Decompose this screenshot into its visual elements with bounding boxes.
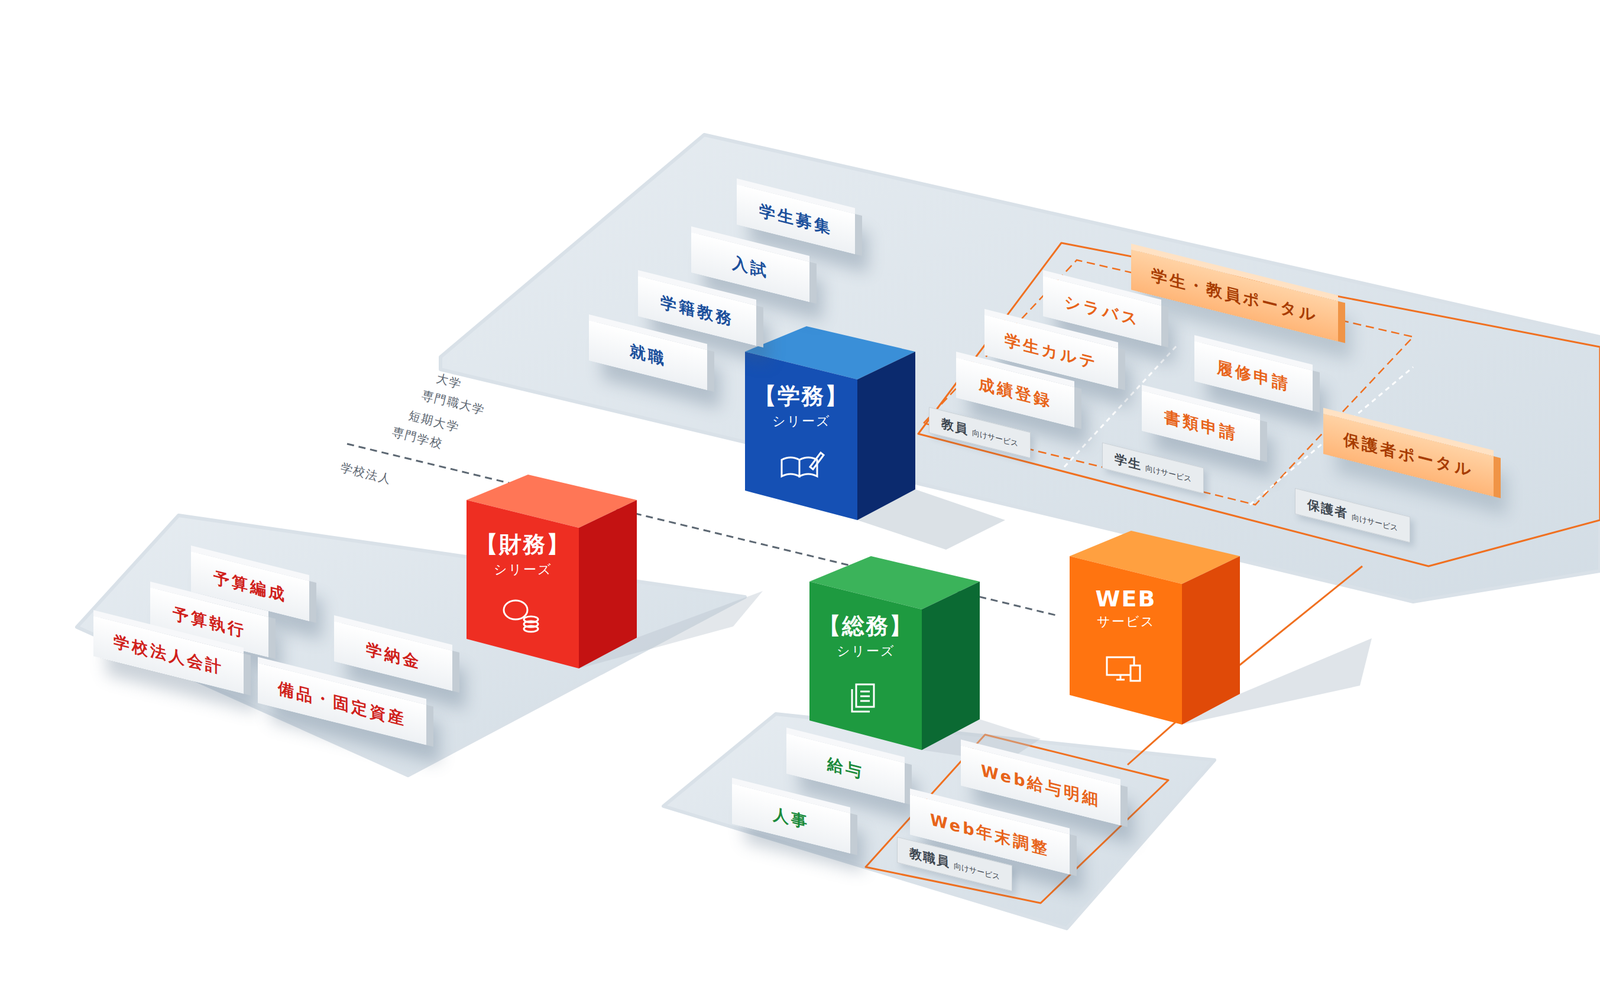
node-label: 【財務】 <box>472 529 573 560</box>
node-label: 成績登録 <box>978 374 1052 411</box>
platform <box>663 714 1215 929</box>
node-label: シラバス <box>1064 292 1140 330</box>
separator-line <box>347 444 1057 616</box>
node-label: 学生 <box>1114 451 1142 473</box>
node-sublabel: 向けサービス <box>953 861 1000 882</box>
node-sublabel: 向けサービス <box>1351 512 1398 533</box>
node-label: 書類申請 <box>1164 407 1238 445</box>
cube-gakumu <box>745 326 916 521</box>
node-label: 教職員 <box>909 846 951 871</box>
node-sublabel: シリーズ <box>750 412 852 431</box>
node-label: 予算編成 <box>213 568 287 605</box>
series-cube: 【学務】シリーズ <box>750 381 852 431</box>
school-type-label: 学校法人 <box>338 460 394 488</box>
node-label: 学生募集 <box>759 201 833 238</box>
web-frame <box>918 243 1600 567</box>
node-label: 学籍教務 <box>660 292 734 330</box>
node-sublabel: シリーズ <box>472 561 573 579</box>
node-label: WEB <box>1075 585 1177 612</box>
cube-zaimu <box>466 474 637 669</box>
node-label: 予算執行 <box>172 604 246 641</box>
node-label: 入試 <box>732 253 769 281</box>
node-label: 【総務】 <box>815 611 916 642</box>
node-sublabel: シリーズ <box>815 642 916 661</box>
node-sublabel: 向けサービス <box>1145 463 1192 484</box>
series-cube: WEBサービス <box>1075 585 1177 631</box>
series-cube: 【総務】シリーズ <box>815 611 916 661</box>
series-cube: 【財務】シリーズ <box>472 529 573 579</box>
node-sublabel: サービス <box>1075 613 1177 631</box>
node-sublabel: 向けサービス <box>972 428 1019 449</box>
cube-somu <box>809 556 980 751</box>
node-label: 給与 <box>827 754 864 782</box>
node-label: 履修申請 <box>1216 357 1291 395</box>
cube-web <box>1069 530 1240 725</box>
node-label: 人事 <box>772 804 810 832</box>
node-label: 教員 <box>941 416 969 437</box>
node-label: 保護者 <box>1307 497 1349 522</box>
node-label: 就職 <box>629 341 667 369</box>
node-label: 学納金 <box>366 639 421 672</box>
node-label: 【学務】 <box>750 381 852 412</box>
web-frame <box>865 734 1169 904</box>
